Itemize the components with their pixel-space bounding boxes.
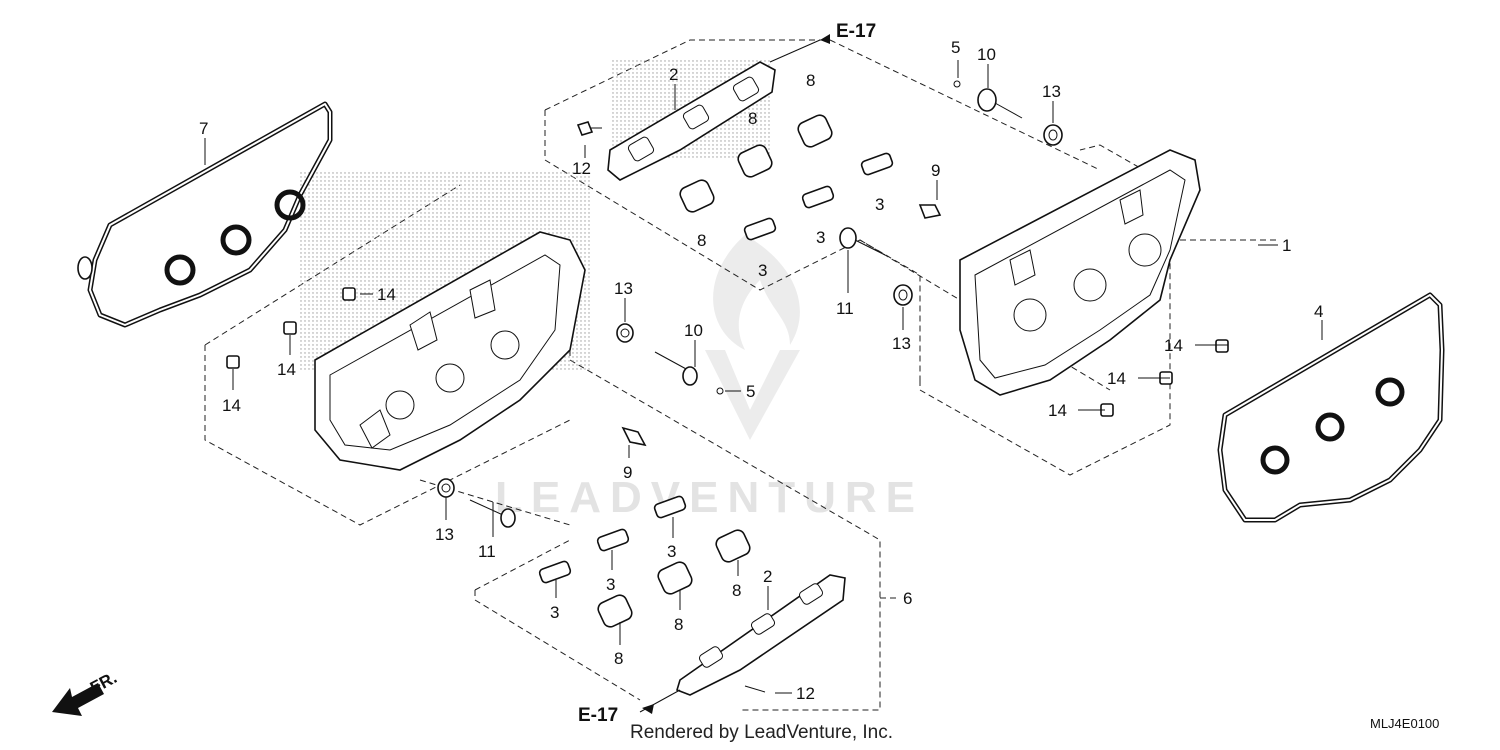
callout-7: 7 [199,119,208,138]
head-cover-left [314,231,586,471]
callout-14-left-3: 14 [222,396,241,415]
callout-14-left-1: 14 [377,285,396,304]
reference-label-top: E-17 [836,21,876,42]
callout-14-right-3: 14 [1048,401,1067,420]
front-arrow-icon [52,683,104,716]
callout-numbers: 7 2 12 8 8 8 3 3 3 9 5 10 13 1 11 13 4 1… [199,38,1323,703]
seal-group-bottom [597,529,751,628]
callout-9-top: 9 [931,161,940,180]
callout-3-top-right: 3 [875,195,884,214]
callout-10-top: 10 [977,45,996,64]
callout-6: 6 [903,589,912,608]
callout-8-top-right: 8 [806,71,815,90]
seal-group-top [679,114,833,213]
callout-5-top: 5 [951,38,960,57]
callout-14-right-2: 14 [1107,369,1126,388]
callout-3-top-middle: 3 [816,228,825,247]
callout-13-middle: 13 [614,279,633,298]
callout-14-left-2: 14 [277,360,296,379]
runner-plate-top [607,61,776,181]
callout-3-top-left: 3 [758,261,767,280]
arrow-bottom-icon [642,704,654,714]
callout-9-middle: 9 [623,463,632,482]
callout-14-right-1: 14 [1164,336,1183,355]
callout-8-bottom-middle: 8 [674,615,683,634]
callout-2-bottom: 2 [763,567,772,586]
callout-8-bottom-left: 8 [614,649,623,668]
callout-11-right: 11 [836,299,854,318]
gasket-7 [77,101,333,328]
reference-label-bottom: E-17 [578,705,618,726]
front-direction-arrow: FR. [52,668,120,716]
callout-8-top-middle: 8 [748,109,757,128]
callout-8-bottom-right: 8 [732,581,741,600]
callout-1: 1 [1282,236,1291,255]
callout-12-top: 12 [572,159,591,178]
watermark: LEADVENTURE [495,235,924,522]
runner-plate-bottom [676,574,846,696]
callout-3-bottom-left: 3 [550,603,559,622]
head-cover-right [959,149,1201,396]
callout-5-middle: 5 [746,382,755,401]
clip-group-bottom [538,495,687,584]
leader-lines [204,39,1323,713]
callout-3-bottom-right: 3 [667,542,676,561]
render-credit: Rendered by LeadVenture, Inc. [630,722,893,743]
reference-arrows [642,34,830,714]
callout-11-bottom: 11 [478,542,496,561]
clip-group-top [743,152,894,241]
callout-13-right: 13 [892,334,911,353]
callout-10-middle: 10 [684,321,703,340]
gasket-4 [1217,292,1445,523]
callout-13-top: 13 [1042,82,1061,101]
callout-8-top-left: 8 [697,231,706,250]
callout-4: 4 [1314,302,1323,321]
callout-2-top: 2 [669,65,678,84]
fasteners [226,80,1229,693]
callout-13-bottom: 13 [435,525,454,544]
callout-3-bottom-middle: 3 [606,575,615,594]
drawing-code: MLJ4E0100 [1370,716,1439,731]
watermark-text: LEADVENTURE [495,473,924,522]
arrow-top-icon [820,34,830,44]
callout-12-bottom: 12 [796,684,815,703]
